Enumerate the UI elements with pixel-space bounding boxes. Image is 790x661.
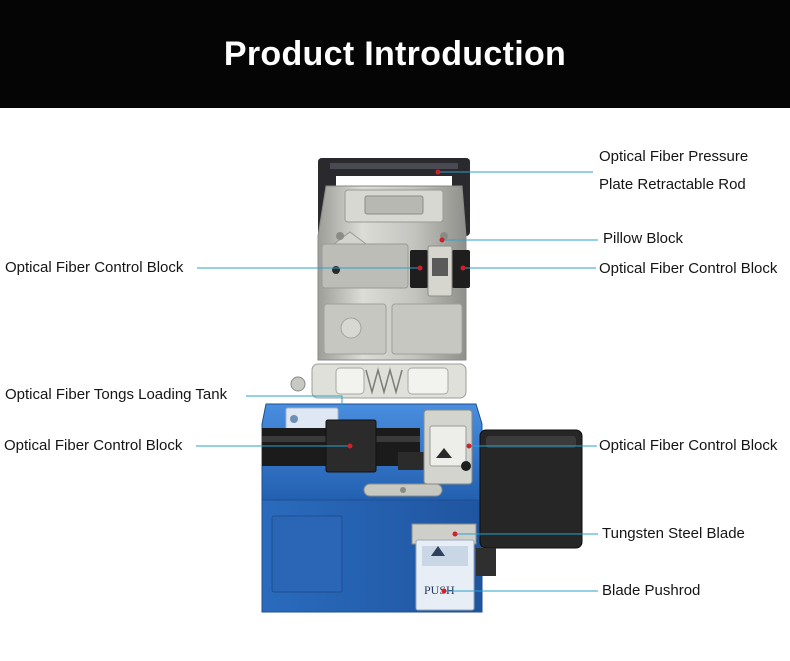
pressure-plate-lid — [317, 185, 467, 361]
blade-housing — [476, 429, 583, 576]
label-pillow-block: Pillow Block — [603, 230, 684, 247]
page-title: Product Introduction — [223, 34, 567, 73]
product-diagram: PUSH — [196, 158, 598, 613]
label-control-block-left-top: Optical Fiber Control Block — [5, 259, 184, 276]
label-pressure-plate-line2: Plate Retractable Rod — [599, 176, 746, 193]
label-pressure-plate-line1: Optical Fiber Pressure — [599, 148, 749, 165]
label-control-block-right-bottom: Optical Fiber Control Block — [599, 437, 778, 454]
label-control-block-right-top: Optical Fiber Control Block — [599, 260, 778, 277]
label-control-block-left-bottom: Optical Fiber Control Block — [4, 437, 183, 454]
leader-lines — [196, 171, 598, 592]
lower-right-clamp — [423, 409, 473, 485]
header-banner: Product Introduction — [0, 0, 790, 108]
label-tongs-loading-tank: Optical Fiber Tongs Loading Tank — [5, 386, 228, 403]
marker-dots — [347, 169, 472, 594]
hinge-spring — [290, 363, 467, 399]
push-label: PUSH — [424, 583, 455, 597]
label-tungsten-blade: Tungsten Steel Blade — [602, 525, 745, 542]
label-blade-pushrod: Blade Pushrod — [602, 582, 701, 599]
blade-pushrod — [411, 523, 477, 611]
